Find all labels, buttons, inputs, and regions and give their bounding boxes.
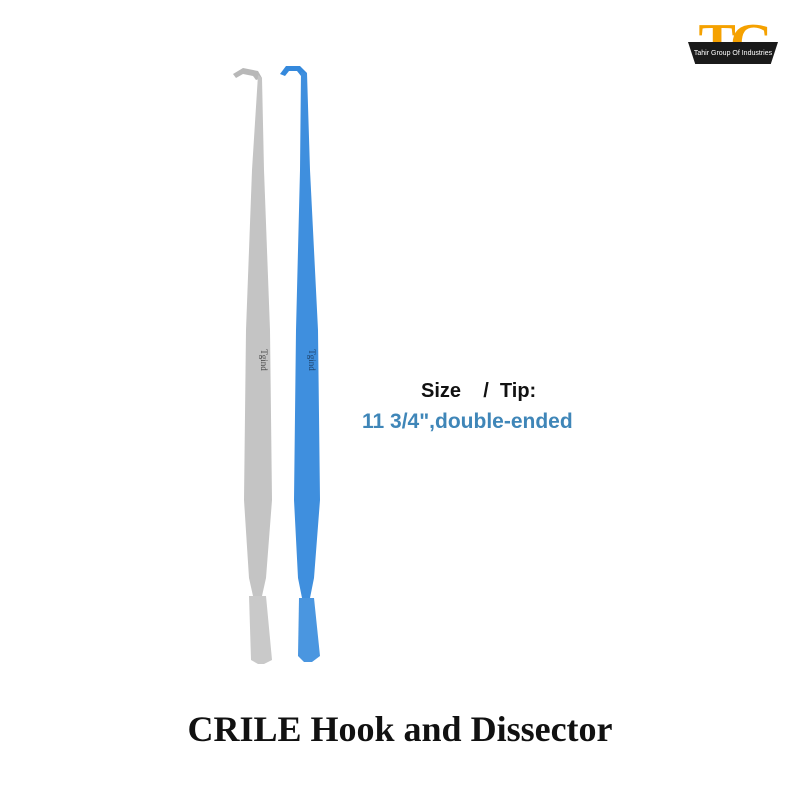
brand-logo: TG Tahir Group Of Industries: [688, 14, 778, 86]
spec-value: 11 3/4",double-ended: [362, 410, 573, 433]
blue-instrument: Tgind: [280, 66, 320, 662]
spec-label: Size / Tip:: [421, 380, 537, 402]
product-title: CRILE Hook and Dissector: [187, 709, 613, 749]
blue-engraving: Tgind: [307, 349, 317, 371]
logo-band: [688, 42, 778, 64]
stainless-instrument: Tgind: [233, 68, 272, 664]
logo-tagline: Tahir Group Of Industries: [693, 50, 773, 57]
stainless-engraving: Tgind: [259, 349, 269, 371]
instrument-illustration: Tgind Tgind: [233, 66, 320, 664]
